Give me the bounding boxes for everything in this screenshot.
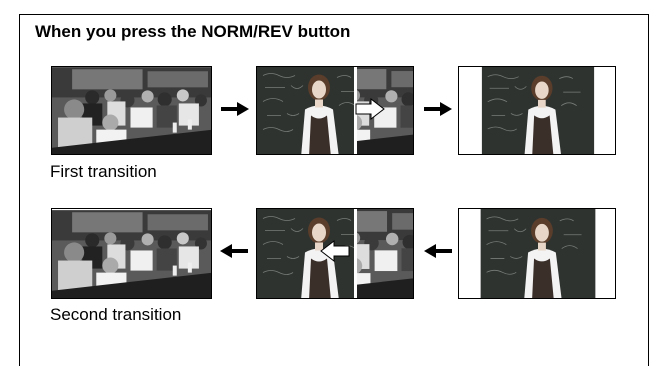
left-arrow-icon <box>424 244 452 258</box>
scene-wipe-transition-photo <box>256 66 414 155</box>
left-arrow-icon <box>220 244 248 258</box>
second-transition-caption: Second transition <box>50 305 182 324</box>
wipe-left-arrow-icon <box>320 240 350 262</box>
scene-audience-photo <box>51 208 212 299</box>
right-arrow-icon <box>221 102 249 116</box>
right-arrow-icon <box>424 102 452 116</box>
illustration-frame <box>19 14 649 366</box>
figure-heading: When you press the NORM/REV button <box>35 22 351 41</box>
scene-wipe-transition-photo <box>256 208 414 299</box>
scene-teacher-photo <box>458 208 616 299</box>
scene-audience-photo <box>51 66 212 155</box>
first-transition-caption: First transition <box>50 162 157 181</box>
scene-teacher-photo <box>458 66 616 155</box>
wipe-right-arrow-icon <box>355 98 385 120</box>
